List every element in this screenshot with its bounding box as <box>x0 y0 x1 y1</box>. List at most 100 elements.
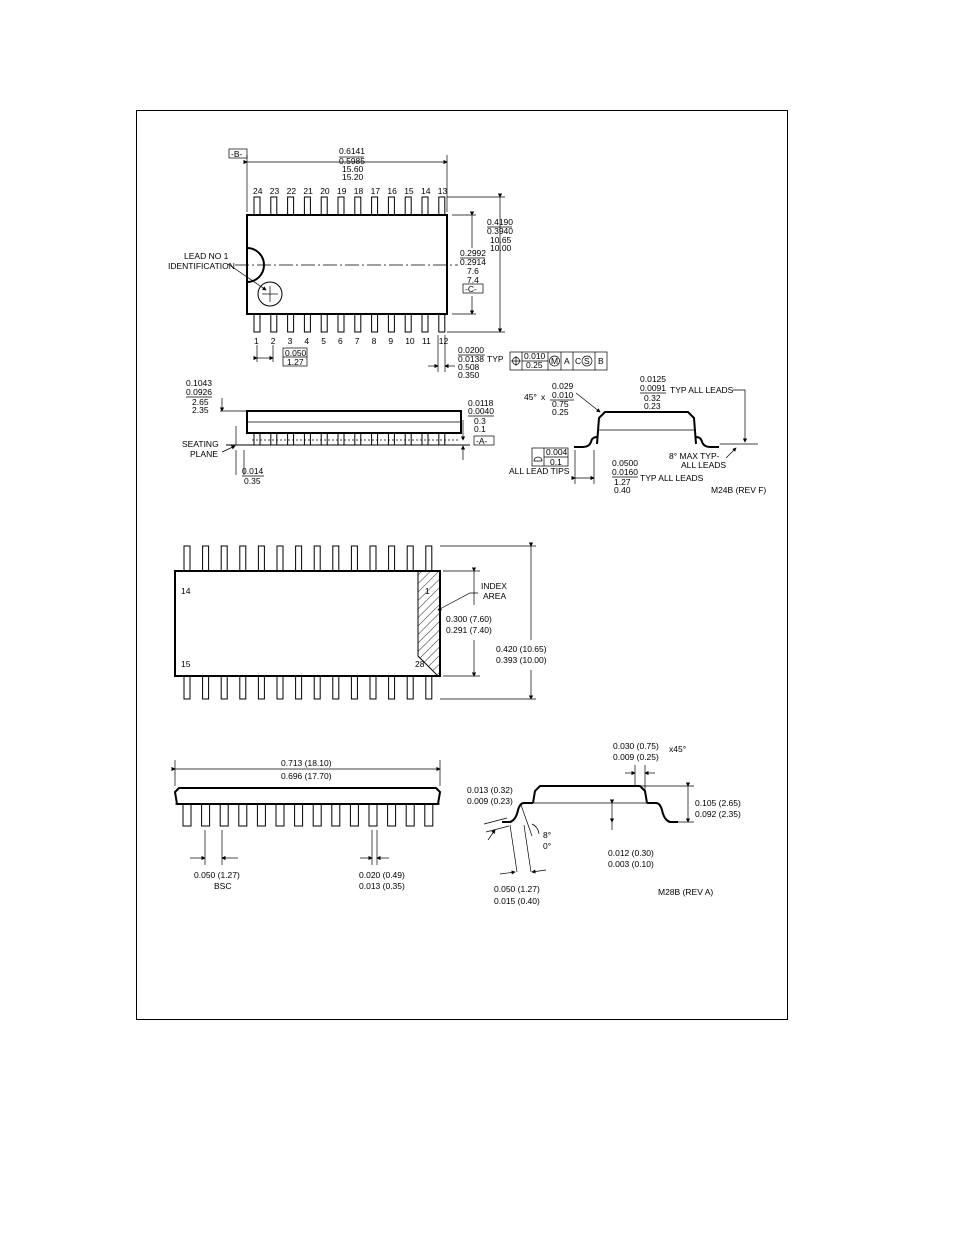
so24-bottom-pin-number: 12 <box>439 336 449 346</box>
so28-side-leads <box>182 804 434 827</box>
so24-body-width-min-in: 0.2914 <box>460 257 486 267</box>
so28-bottom-lead <box>332 675 340 700</box>
so24-angle-note-2: ALL LEADS <box>681 460 726 470</box>
so24-lead-thick-note: TYP ALL LEADS <box>670 385 734 395</box>
so24-top-lead <box>303 196 311 216</box>
so28-bottom-lead <box>257 675 265 700</box>
so24-tol-rfs: S <box>584 356 590 366</box>
so28-lead-width-max: 0.020 (0.49) <box>359 870 405 880</box>
so28-side-lead <box>368 804 378 827</box>
so24-height-max-mm: 2.65 <box>192 397 209 407</box>
so24-top-lead <box>287 196 295 216</box>
so28-top-lead <box>313 545 321 572</box>
so24-bottom-lead <box>387 313 395 333</box>
so28-bottom-lead <box>276 675 284 700</box>
so24-height-min-in: 0.0926 <box>186 387 212 397</box>
so24-bottom-lead <box>253 313 261 333</box>
so28-lead-width-min: 0.013 (0.35) <box>359 881 405 891</box>
so24-foot-note: TYP ALL LEADS <box>640 473 704 483</box>
so24-bottom-lead <box>270 313 278 333</box>
so24-bottom-lead <box>337 313 345 333</box>
so24-side-lead <box>287 432 295 446</box>
so24-side-lead <box>421 432 429 446</box>
so24-top-lead <box>421 196 429 216</box>
so28-side-lead <box>256 804 266 827</box>
so24-coplanarity-mm: 0.1 <box>550 457 562 467</box>
so24-bottom-lead <box>421 313 429 333</box>
so28-top-lead <box>257 545 265 572</box>
so24-lead-width-min-mm: 0.350 <box>458 370 480 380</box>
so24-tol-mmc: M <box>551 356 558 366</box>
so24-bottom-pin-number: 2 <box>271 336 276 346</box>
so24-side-view: 0.1043 0.0926 2.65 2.35 SEATING PLANE 0.… <box>182 378 495 486</box>
so24-foot-min-mm: 0.40 <box>614 485 631 495</box>
so28-foot-max: 0.050 (1.27) <box>494 884 540 894</box>
so28-bottom-lead <box>220 675 228 700</box>
so24-seating-line1: SEATING <box>182 439 219 449</box>
so24-overall-width-max-in: 0.4190 <box>487 217 513 227</box>
so28-pin-28: 28 <box>415 659 425 669</box>
so28-bottom-leads <box>183 675 433 700</box>
so24-tolerance-frame: 0.010 0.25 M A C S B <box>509 351 608 371</box>
so28-bottom-lead <box>202 675 210 700</box>
so24-side-lead <box>438 432 446 446</box>
so24-side-lead <box>354 432 362 446</box>
so24-top-lead <box>404 196 412 216</box>
so28-side-lead <box>387 804 397 827</box>
so24-top-lead <box>270 196 278 216</box>
drawing-frame <box>136 110 788 1020</box>
so28-body <box>174 570 441 677</box>
so24-top-pin-number: 18 <box>354 186 364 196</box>
so24-side-lead <box>337 432 345 446</box>
so28-foot-min: 0.015 (0.40) <box>494 896 540 906</box>
so28-pin-15: 15 <box>181 659 191 669</box>
so24-bottom-lead <box>438 313 446 333</box>
so24-pitch-mm: 1.27 <box>287 357 304 367</box>
so24-length-max-mm: 15.60 <box>342 164 364 174</box>
so28-side-body <box>173 787 442 805</box>
so28-overall-width-min: 0.393 (10.00) <box>496 655 547 665</box>
so24-top-lead <box>253 196 261 216</box>
so28-angle-max: 8° <box>543 830 551 840</box>
so24-foot-min-in: 0.0160 <box>612 467 638 477</box>
so28-bottom-lead <box>295 675 303 700</box>
so28-lead-thick-max: 0.013 (0.32) <box>467 785 513 795</box>
so24-top-lead <box>438 196 446 216</box>
so24-top-pin-number: 19 <box>337 186 347 196</box>
so24-bottom-pin-number: 6 <box>338 336 343 346</box>
so28-side-lead <box>219 804 229 827</box>
profile-symbol-icon <box>533 456 543 462</box>
so24-top-pin-number: 23 <box>270 186 280 196</box>
so28-chamfer-x45: x45° <box>669 744 686 754</box>
so24-bottom-pin-number: 4 <box>304 336 309 346</box>
so28-lead-thick-min: 0.009 (0.23) <box>467 796 513 806</box>
so24-side-lead <box>303 432 311 446</box>
so24-seating-line2: PLANE <box>190 449 218 459</box>
so28-top-leads <box>183 545 433 572</box>
so28-top-lead <box>350 545 358 572</box>
so28-index-line2: AREA <box>483 591 506 601</box>
so28-end-body <box>532 785 648 804</box>
so24-bottom-lead <box>303 313 311 333</box>
so28-side-view: 0.713 (18.10) 0.696 (17.70) 0.050 (1.27)… <box>171 758 442 891</box>
so24-bottom-pin-number: 9 <box>388 336 393 346</box>
so28-bottom-lead <box>313 675 321 700</box>
so24-top-pin-number: 13 <box>438 186 448 196</box>
so24-side-lead <box>387 432 395 446</box>
so24-pin1-dimple <box>257 281 283 307</box>
so24-bottom-pin-number: 7 <box>355 336 360 346</box>
so24-standoff-max-mm: 0.3 <box>474 416 486 426</box>
so24-side-lead <box>320 432 328 446</box>
so24-bottom-pin-number: 10 <box>405 336 415 346</box>
so28-chamfer-min: 0.009 (0.25) <box>613 752 659 762</box>
so24-chamfer-max-in: 0.029 <box>552 381 574 391</box>
so24-bottom-pin-number: 11 <box>422 336 431 346</box>
so24-top-pin-number: 16 <box>387 186 397 196</box>
so24-end-view: 45° x 0.029 0.010 0.75 0.25 0.0125 0.009… <box>509 374 766 495</box>
so24-top-lead <box>354 196 362 216</box>
so28-side-lead <box>405 804 415 827</box>
so24-chamfer-x: x <box>541 392 546 402</box>
so24-top-lead <box>387 196 395 216</box>
so24-bottom-lead <box>404 313 412 333</box>
